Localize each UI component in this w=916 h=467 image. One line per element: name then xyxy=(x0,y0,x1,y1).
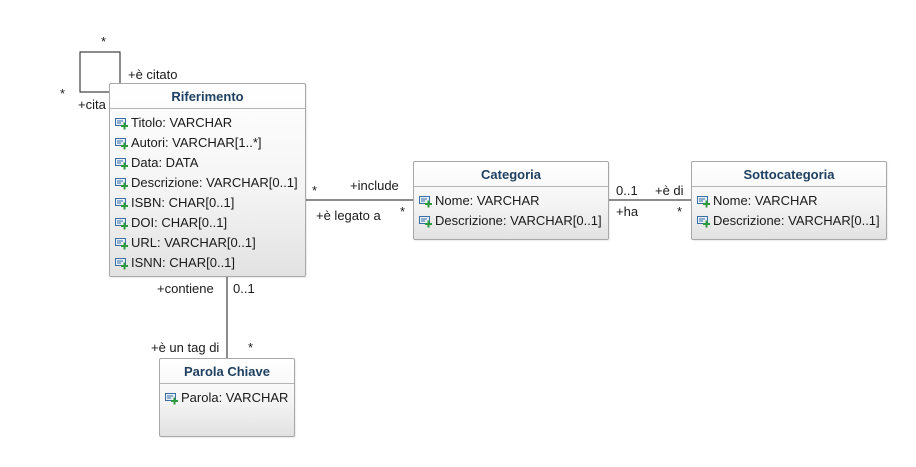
self-association-line xyxy=(79,51,121,93)
attribute-row[interactable]: URL: VARCHAR[0..1] xyxy=(110,233,305,253)
attribute-text: DOI: CHAR[0..1] xyxy=(131,215,228,230)
attribute-icon xyxy=(115,157,128,169)
attribute-text: Titolo: VARCHAR xyxy=(131,115,233,130)
attribute-row[interactable]: Descrizione: VARCHAR[0..1] xyxy=(414,211,608,231)
attribute-row[interactable]: ISNN: CHAR[0..1] xyxy=(110,253,305,273)
attribute-text: Descrizione: VARCHAR[0..1] xyxy=(435,213,602,228)
attribute-row[interactable]: Descrizione: VARCHAR[0..1] xyxy=(692,211,886,231)
class-categoria[interactable]: Categoria Nome: VARCHAR Descrizione: VAR… xyxy=(413,161,609,240)
attribute-row[interactable]: Nome: VARCHAR xyxy=(692,191,886,211)
cs-multiplicity-right: * xyxy=(677,204,683,219)
attribute-row[interactable]: Titolo: VARCHAR xyxy=(110,113,305,133)
rc-multiplicity-right: * xyxy=(400,204,406,219)
self-multiplicity-top: * xyxy=(101,34,107,49)
self-role-top: +è citato xyxy=(128,67,178,82)
self-role-left: +cita xyxy=(78,97,106,112)
attribute-icon xyxy=(697,195,710,207)
attribute-icon xyxy=(115,117,128,129)
attribute-icon xyxy=(419,195,432,207)
attribute-list: Titolo: VARCHAR Autori: VARCHAR[1..*] Da… xyxy=(110,109,305,273)
class-sottocategoria[interactable]: Sottocategoria Nome: VARCHAR Descrizione… xyxy=(691,161,887,240)
rc-multiplicity-left: * xyxy=(312,183,318,198)
attribute-text: Descrizione: VARCHAR[0..1] xyxy=(131,175,298,190)
class-title: Parola Chiave xyxy=(160,359,294,384)
attribute-icon xyxy=(115,217,128,229)
attribute-icon xyxy=(115,137,128,149)
attribute-text: ISNN: CHAR[0..1] xyxy=(131,255,236,270)
attribute-text: Nome: VARCHAR xyxy=(435,193,540,208)
class-title: Riferimento xyxy=(110,84,305,109)
attribute-text: ISBN: CHAR[0..1] xyxy=(131,195,235,210)
attribute-icon xyxy=(115,177,128,189)
rp-multiplicity-bottom: * xyxy=(248,340,254,355)
rp-role-bottom: +è un tag di xyxy=(151,340,220,355)
cs-multiplicity-left: 0..1 xyxy=(616,183,638,198)
class-title: Sottocategoria xyxy=(692,162,886,187)
rc-role-bottom: +è legato a xyxy=(316,208,381,223)
attribute-text: URL: VARCHAR[0..1] xyxy=(131,235,256,250)
attribute-row[interactable]: Parola: VARCHAR xyxy=(160,388,294,408)
attribute-icon xyxy=(115,197,128,209)
attribute-icon xyxy=(115,257,128,269)
attribute-text: Autori: VARCHAR[1..*] xyxy=(131,135,262,150)
class-parola-chiave[interactable]: Parola Chiave Parola: VARCHAR xyxy=(159,358,295,437)
class-title: Categoria xyxy=(414,162,608,187)
attribute-row[interactable]: DOI: CHAR[0..1] xyxy=(110,213,305,233)
attribute-list: Parola: VARCHAR xyxy=(160,384,294,408)
attribute-row[interactable]: Nome: VARCHAR xyxy=(414,191,608,211)
attribute-row[interactable]: Data: DATA xyxy=(110,153,305,173)
cs-role-bottom: +ha xyxy=(616,204,639,219)
rp-role-top: +contiene xyxy=(157,281,214,296)
rp-multiplicity-top: 0..1 xyxy=(233,281,255,296)
attribute-row[interactable]: Descrizione: VARCHAR[0..1] xyxy=(110,173,305,193)
attribute-icon xyxy=(165,392,178,404)
attribute-list: Nome: VARCHAR Descrizione: VARCHAR[0..1] xyxy=(414,187,608,231)
attribute-text: Nome: VARCHAR xyxy=(713,193,818,208)
attribute-icon xyxy=(697,215,710,227)
cs-role-top: +è di xyxy=(655,183,684,198)
attribute-text: Data: DATA xyxy=(131,155,199,170)
self-multiplicity-left: * xyxy=(60,86,66,101)
attribute-icon xyxy=(115,237,128,249)
attribute-text: Parola: VARCHAR xyxy=(181,390,289,405)
class-riferimento[interactable]: Riferimento Titolo: VARCHAR Autori: VARC… xyxy=(109,83,306,277)
attribute-text: Descrizione: VARCHAR[0..1] xyxy=(713,213,880,228)
attribute-row[interactable]: Autori: VARCHAR[1..*] xyxy=(110,133,305,153)
rc-role-top: +include xyxy=(350,178,399,193)
attribute-row[interactable]: ISBN: CHAR[0..1] xyxy=(110,193,305,213)
attribute-icon xyxy=(419,215,432,227)
attribute-list: Nome: VARCHAR Descrizione: VARCHAR[0..1] xyxy=(692,187,886,231)
